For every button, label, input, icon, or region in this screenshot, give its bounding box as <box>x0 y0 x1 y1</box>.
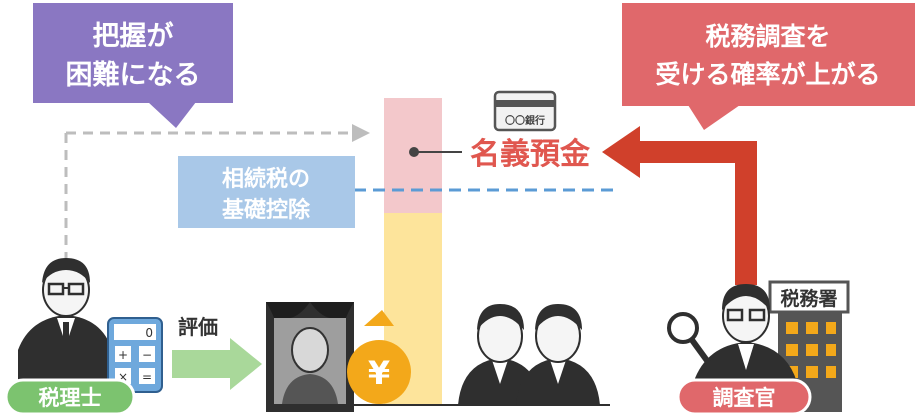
difficulty-callout: 把握が 困難になる <box>33 3 233 128</box>
heir-figure-2 <box>516 304 600 405</box>
difficulty-callout-line1: 把握が <box>93 20 174 52</box>
calculator-icon: 0 + − × = <box>107 317 163 393</box>
bank-card-icon: 〇〇銀行 <box>493 90 557 132</box>
calculator-display: 0 <box>145 326 153 340</box>
basic-deduction-label: 相続税の 基礎控除 <box>178 156 355 228</box>
deceased-portrait <box>266 302 354 412</box>
tax-office-label: 税務署 <box>780 287 837 310</box>
yen-symbol: ¥ <box>368 354 390 392</box>
audit-callout-line1: 税務調査を <box>705 22 830 51</box>
magnifying-glass-icon <box>667 312 711 364</box>
dashed-gray-arrowhead <box>352 124 370 142</box>
svg-text:−: − <box>142 348 152 362</box>
money-bag-icon: ¥ <box>347 310 411 404</box>
tax-accountant-badge: 税理士 <box>4 378 136 416</box>
svg-text:+: + <box>118 348 128 362</box>
bank-card-label: 〇〇銀行 <box>505 114 545 127</box>
svg-text:×: × <box>118 370 128 384</box>
valuation-label: 評価 <box>178 315 218 339</box>
svg-text:=: = <box>142 370 152 384</box>
red-audit-arrow <box>602 126 757 285</box>
green-valuation-arrow <box>172 338 262 390</box>
nominee-deposit-label: 名義預金 <box>470 137 591 172</box>
investigator-badge: 調査官 <box>676 378 812 416</box>
audit-callout-line2: 受ける確率が上がる <box>655 60 880 89</box>
audit-probability-callout: 税務調査を 受ける確率が上がる <box>622 3 915 130</box>
tax-accountant-figure <box>18 258 112 395</box>
basic-deduction-line1: 相続税の <box>222 166 310 192</box>
basic-deduction-line2: 基礎控除 <box>222 197 311 223</box>
investigator-badge-label: 調査官 <box>713 386 776 410</box>
difficulty-callout-line2: 困難になる <box>66 60 201 91</box>
dashed-gray-path <box>64 131 352 296</box>
tax-accountant-badge-label: 税理士 <box>39 386 102 410</box>
